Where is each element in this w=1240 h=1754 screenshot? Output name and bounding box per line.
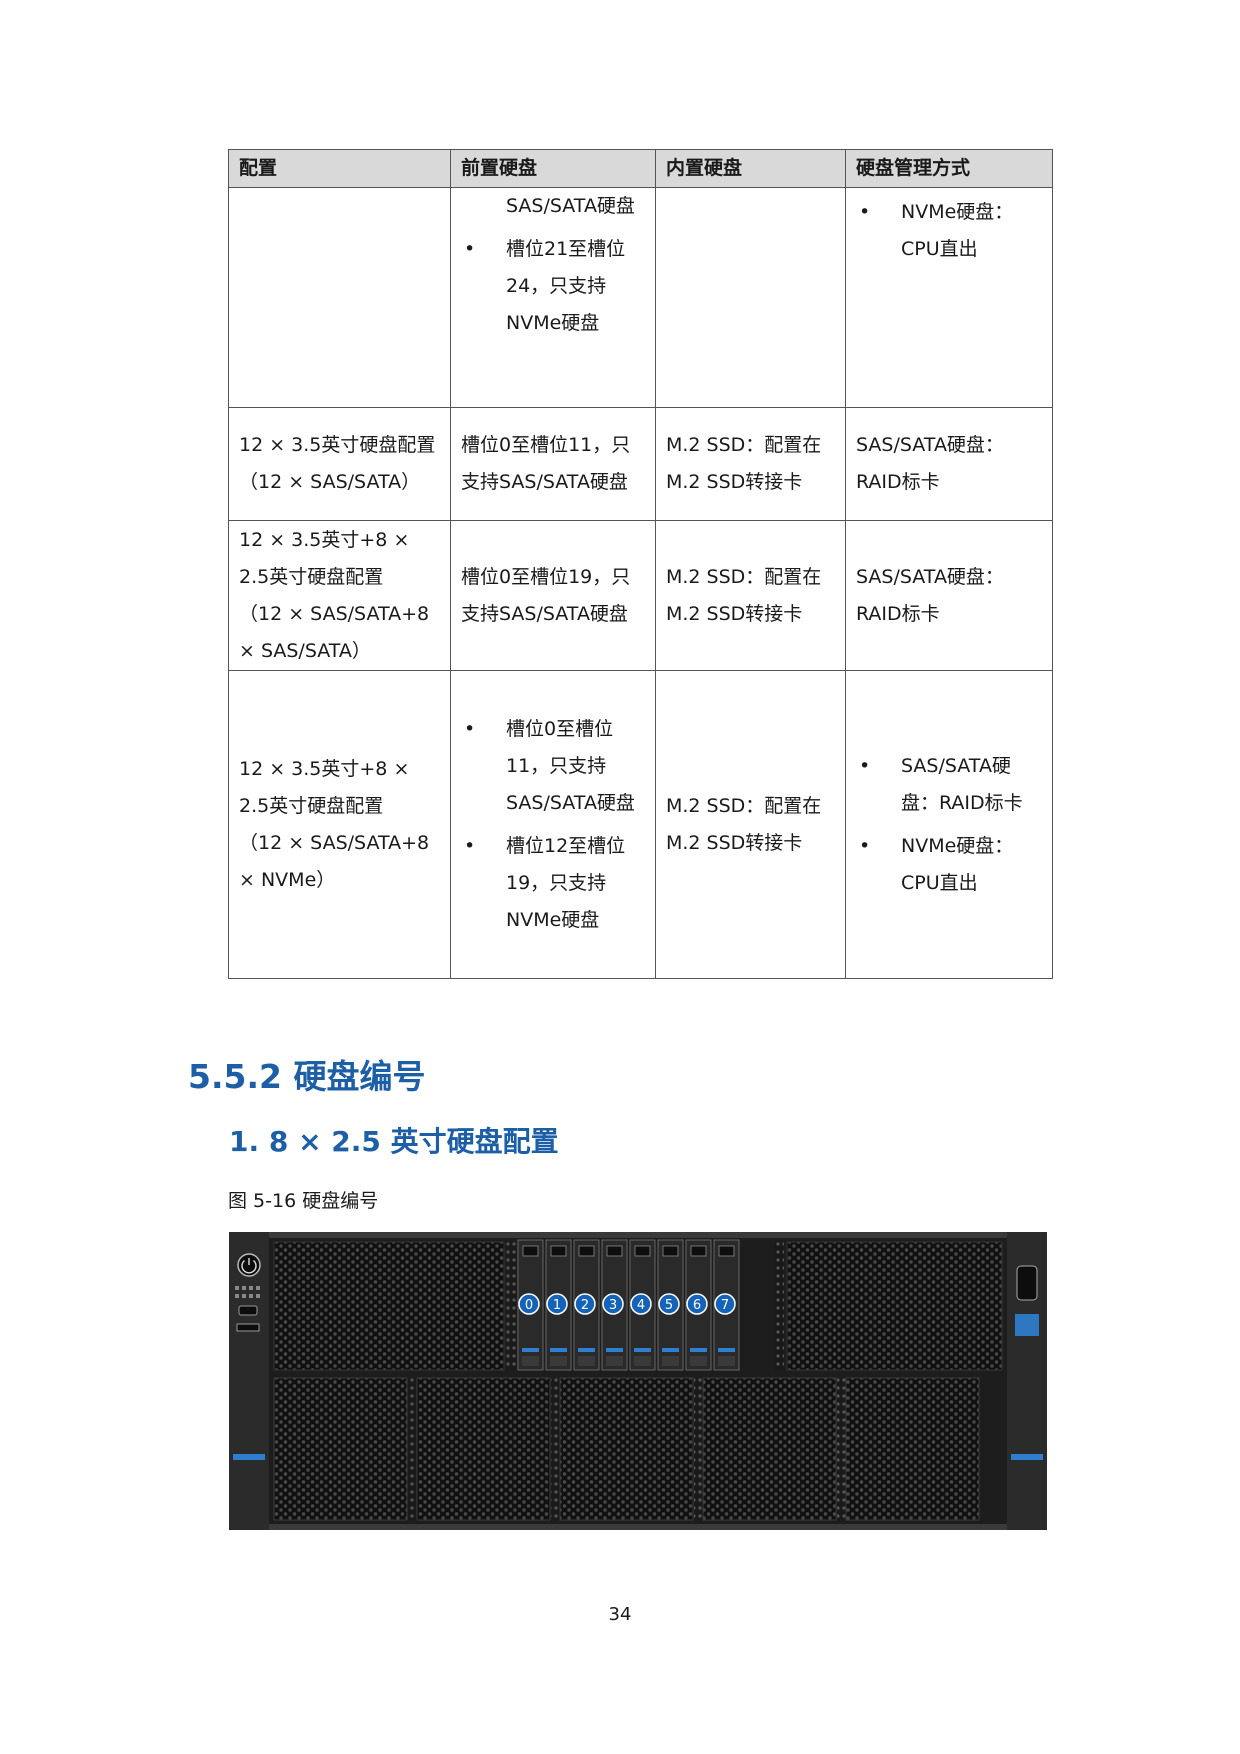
header-front-disk: 前置硬盘 [450,149,656,188]
front-disk-cell: 槽位0至槽位11，只支持SAS/SATA硬盘 [450,407,656,521]
drive-bay: 2 [573,1239,600,1371]
bay-number-badge [602,1293,624,1315]
disk-config-table: 配置 前置硬盘 内置硬盘 硬盘管理方式 SAS/SATA硬盘 •槽位21至槽位2… [228,149,1053,979]
right-handle-icon [1011,1454,1043,1460]
drive-bay: 3 [601,1239,628,1371]
bay-number-label: 7 [721,1298,729,1313]
vent-strip [408,1378,417,1520]
list-item: •NVMe硬盘：CPU直出 [856,828,1042,902]
header-internal-disk: 内置硬盘 [655,149,846,188]
bay-number-label: 6 [693,1298,701,1313]
bullet: • [464,834,476,857]
fan-module [845,1377,980,1521]
server-front-panel-figure: 0 1 2 3 4 5 6 7 [229,1232,1047,1530]
bay-number-badge [686,1293,708,1315]
front-disk-text: SAS/SATA硬盘 [506,195,635,217]
internal-disk-cell: M.2 SSD：配置在M.2 SSD转接卡 [655,407,846,521]
management-cell: SAS/SATA硬盘：RAID标卡 [845,520,1053,671]
figure-caption: 图 5-16 硬盘编号 [228,1190,379,1212]
list-item: •SAS/SATA硬盘：RAID标卡 [856,748,1042,822]
drive-bay: 4 [629,1239,656,1371]
vga-port-icon [1016,1265,1038,1301]
bay-number-label: 2 [581,1298,589,1313]
config-cell [228,187,451,408]
bay-number-label: 5 [665,1298,673,1313]
usb-ports-icon [1015,1314,1039,1336]
drive-bay: 7 [713,1239,740,1371]
bay-number-badge [546,1293,568,1315]
bay-number-label: 1 [553,1298,561,1313]
fan-module [559,1377,694,1521]
section-heading: 5.5.2 硬盘编号 [188,1057,426,1096]
drive-bay: 0 [517,1239,544,1371]
front-disk-cell: SAS/SATA硬盘 •槽位21至槽位24，只支持NVMe硬盘 [450,187,656,408]
table-row: 12 × 3.5英寸+8 × 2.5英寸硬盘配置 （12 × SAS/SATA+… [228,670,1053,979]
config-name: 12 × 3.5英寸硬盘配置 [239,434,436,456]
bay-number-badge [518,1293,540,1315]
bay-number-badge [658,1293,680,1315]
list-item: •槽位0至槽位11，只支持SAS/SATA硬盘 [461,711,645,822]
subsection-heading: 1. 8 × 2.5 英寸硬盘配置 [229,1125,559,1158]
bay-number-badge [630,1293,652,1315]
management-cell: SAS/SATA硬盘：RAID标卡 [845,407,1053,521]
bay-number-label: 0 [525,1298,533,1313]
status-indicator-icons [235,1286,260,1298]
front-disk-cell: 槽位0至槽位19，只支持SAS/SATA硬盘 [450,520,656,671]
table-row: SAS/SATA硬盘 •槽位21至槽位24，只支持NVMe硬盘 •NVMe硬盘：… [228,187,1053,408]
config-detail: （12 × SAS/SATA） [239,471,421,493]
table-header-row: 配置 前置硬盘 内置硬盘 硬盘管理方式 [228,149,1053,188]
drive-bay: 1 [545,1239,572,1371]
front-disk-cell: •槽位0至槽位11，只支持SAS/SATA硬盘 •槽位12至槽位19，只支持NV… [450,670,656,979]
fan-module [416,1377,551,1521]
drive-bay: 6 [685,1239,712,1371]
bullet: • [464,238,476,260]
vent-strip [551,1378,560,1520]
table-row: 12 × 3.5英寸硬盘配置 （12 × SAS/SATA） 槽位0至槽位11，… [228,407,1053,521]
page-number: 34 [608,1604,632,1625]
vent-strip [837,1378,846,1520]
internal-disk-cell: M.2 SSD：配置在M.2 SSD转接卡 [655,670,846,979]
bottom-rail [229,1524,1047,1530]
top-rail [229,1232,1047,1238]
vent-strip [694,1378,703,1520]
bullet: • [464,717,476,740]
header-disk-management: 硬盘管理方式 [845,149,1053,188]
bay-number-label: 4 [637,1298,645,1313]
fan-module [273,1377,408,1521]
fan-module [702,1377,837,1521]
table-row: 12 × 3.5英寸+8 × 2.5英寸硬盘配置 （12 × SAS/SATA+… [228,520,1053,671]
config-name: 12 × 3.5英寸+8 × 2.5英寸硬盘配置 [239,528,410,588]
list-item: •槽位12至槽位19，只支持NVMe硬盘 [461,828,645,939]
bay-number-badge [574,1293,596,1315]
bay-number-badge [714,1293,736,1315]
management-cell: •SAS/SATA硬盘：RAID标卡 •NVMe硬盘：CPU直出 [845,670,1053,979]
config-detail: （12 × SAS/SATA+8 × SAS/SATA） [239,602,430,662]
list-item: •槽位21至槽位24，只支持NVMe硬盘 [461,231,645,342]
list-item: •NVMe硬盘：CPU直出 [856,194,1042,268]
config-detail: （12 × SAS/SATA+8 × NVMe） [239,831,430,891]
left-ear [229,1232,269,1530]
config-cell: 12 × 3.5英寸硬盘配置 （12 × SAS/SATA） [228,407,451,521]
left-handle-icon [233,1454,265,1460]
internal-disk-cell [655,187,846,408]
config-cell: 12 × 3.5英寸+8 × 2.5英寸硬盘配置 （12 × SAS/SATA+… [228,520,451,671]
bullet: • [859,754,871,777]
internal-disk-cell: M.2 SSD：配置在M.2 SSD转接卡 [655,520,846,671]
bay-number-label: 3 [609,1298,617,1313]
bullet: • [859,834,871,857]
config-cell: 12 × 3.5英寸+8 × 2.5英寸硬盘配置 （12 × SAS/SATA+… [228,670,451,979]
management-cell: •NVMe硬盘：CPU直出 [845,187,1053,408]
usb-port-icon [236,1323,260,1332]
drive-bay: 5 [657,1239,684,1371]
bullet: • [859,201,871,223]
config-name: 12 × 3.5英寸+8 × 2.5英寸硬盘配置 [239,757,410,817]
uid-button-icon [238,1305,258,1316]
header-config: 配置 [228,149,451,188]
